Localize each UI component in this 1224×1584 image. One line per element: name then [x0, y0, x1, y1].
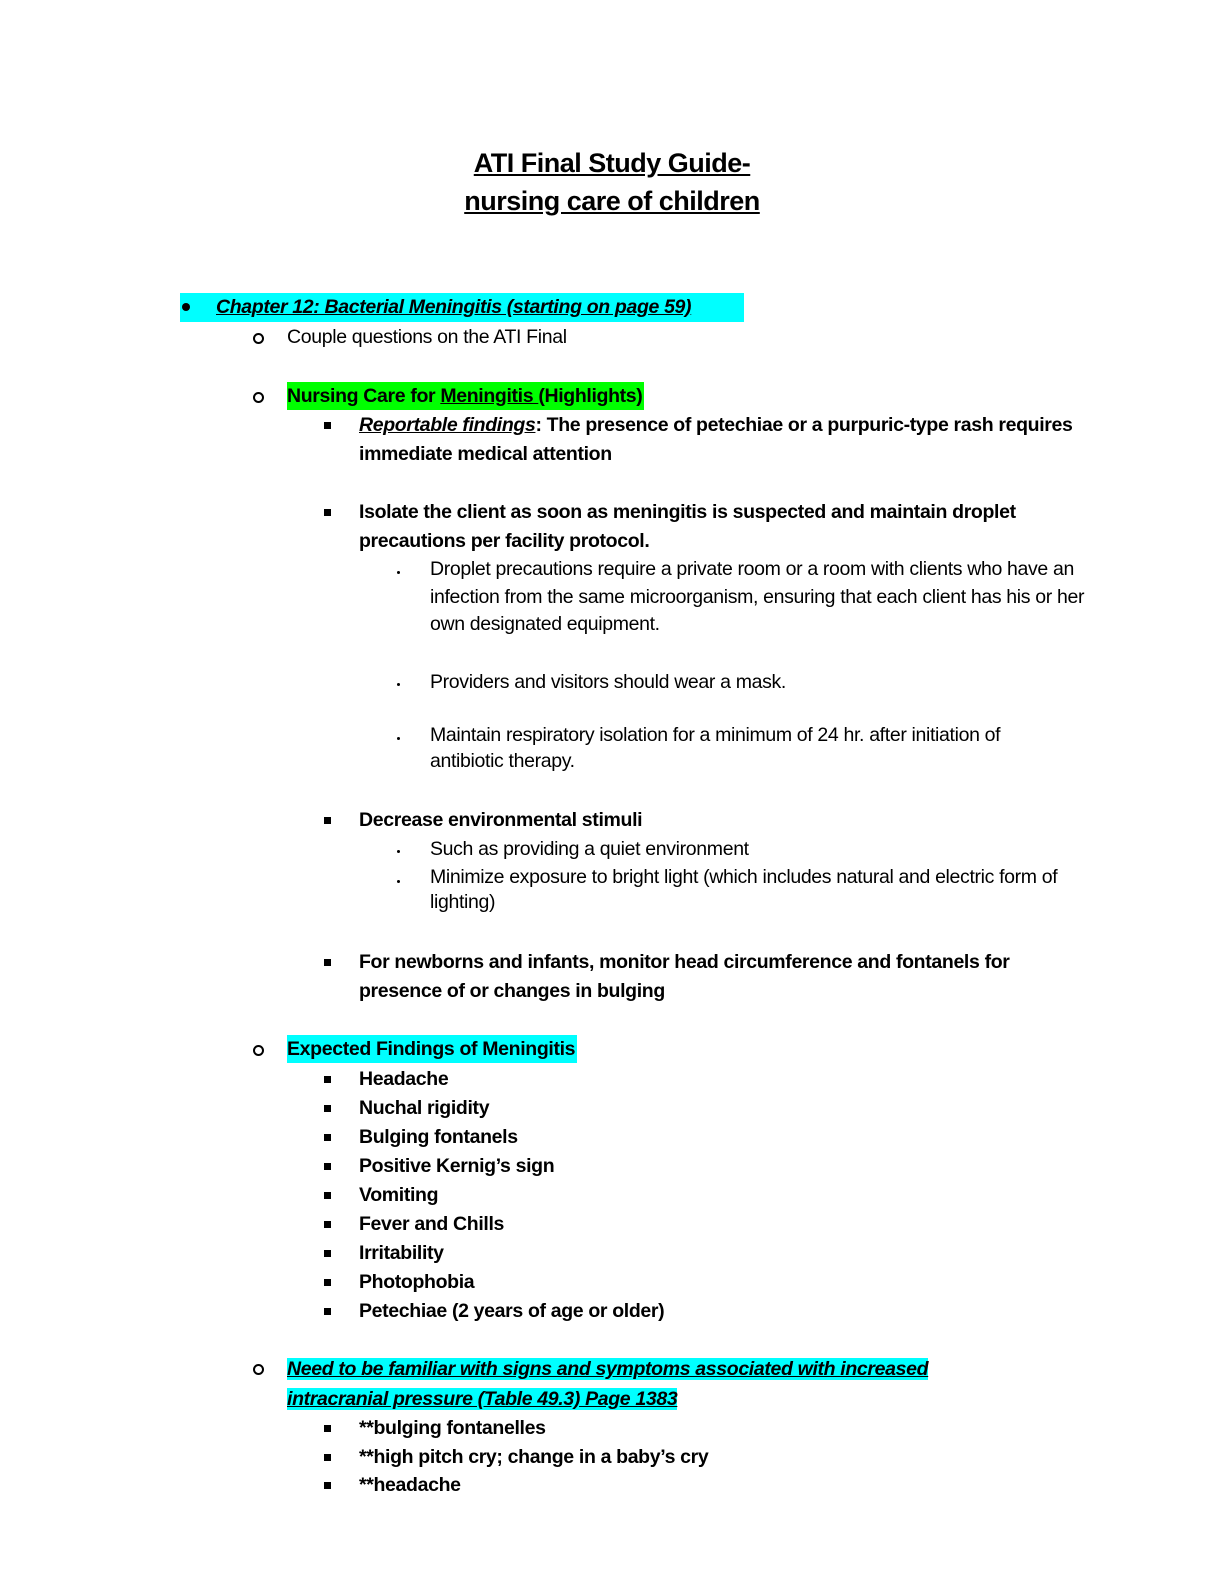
newborns-text: For newborns and infants, monitor head c…	[359, 951, 1010, 1002]
bullet-dot-icon	[397, 683, 400, 686]
list-item: Nuchal rigidity	[359, 1097, 490, 1119]
list-item: **high pitch cry; change in a baby’s cry	[359, 1445, 709, 1468]
icp-heading: Need to be familiar with signs and sympt…	[287, 1354, 929, 1414]
list-item: Vomiting	[359, 1184, 439, 1206]
list-item: Headache	[359, 1068, 449, 1090]
bullet-square-icon	[324, 1279, 331, 1286]
bullet-square-icon	[324, 1482, 331, 1489]
nursing-mid: Meningitis	[440, 385, 539, 407]
document-title-line-2: nursing care of children	[464, 186, 760, 216]
icp-line-2: intracranial pressure (Table 49.3) Page …	[287, 1388, 678, 1410]
nursing-post: (Highlights)	[538, 385, 643, 407]
list-item: **headache	[359, 1474, 461, 1496]
list-item: **bulging fontanelles	[359, 1417, 546, 1439]
bullet-dot-icon	[397, 880, 400, 883]
bullet-square-icon	[324, 1308, 331, 1315]
droplet-text: Droplet precautions require a private ro…	[430, 558, 1085, 635]
bullet-circle-icon	[253, 392, 264, 403]
reportable-findings: Reportable findings: The presence of pet…	[359, 411, 1079, 469]
list-item: Petechiae (2 years of age or older)	[359, 1300, 665, 1322]
mask-text: Providers and visitors should wear a mas…	[430, 671, 786, 693]
list-item: Fever and Chills	[359, 1213, 505, 1235]
bullet-square-icon	[324, 1453, 331, 1461]
bullet-circle-icon	[253, 1364, 264, 1375]
bullet-square-icon	[324, 1192, 331, 1199]
bullet-square-icon	[324, 1076, 331, 1083]
reportable-text: : The presence of petechiae or a purpuri…	[359, 414, 1073, 465]
bullet-dot-icon	[397, 737, 400, 740]
bullet-dot-icon	[397, 850, 400, 853]
bullet-circle-icon	[253, 333, 264, 344]
bullet-square-icon	[324, 959, 331, 966]
document-title-line-1: ATI Final Study Guide-	[473, 148, 751, 178]
list-item: Bulging fontanels	[359, 1126, 518, 1148]
isolate-text: Isolate the client as soon as meningitis…	[359, 501, 1016, 552]
expected-findings-heading: Expected Findings of Meningitis	[287, 1035, 578, 1063]
chapter-highlight	[180, 293, 744, 322]
nursing-care-heading: Nursing Care for Meningitis (Highlights)	[287, 382, 645, 410]
bullet-square-icon	[324, 1221, 331, 1228]
quiet-text: Such as providing a quiet environment	[430, 838, 749, 860]
bullet-square-icon	[324, 1134, 331, 1141]
note-text: Couple questions on the ATI Final	[287, 326, 567, 348]
bullet-square-icon	[324, 1163, 331, 1170]
bullet-square-icon	[324, 422, 331, 429]
reportable-label: Reportable findings	[359, 414, 536, 436]
bullet-circle-icon	[253, 1045, 264, 1056]
bullet-square-icon	[324, 817, 331, 824]
bullet-disc-icon	[182, 303, 190, 311]
bullet-dot-icon	[397, 571, 400, 574]
decrease-text: Decrease environmental stimuli	[359, 809, 643, 831]
respiratory-text: Maintain respiratory isolation for a min…	[430, 724, 1001, 772]
list-item: Irritability	[359, 1242, 444, 1264]
bullet-square-icon	[324, 1425, 331, 1432]
chapter-heading: Chapter 12: Bacterial Meningitis (starti…	[216, 296, 692, 318]
nursing-pre: Nursing Care for	[287, 385, 441, 407]
bullet-square-icon	[324, 1105, 331, 1112]
bullet-square-icon	[324, 509, 331, 516]
light-text: Minimize exposure to bright light (which…	[430, 866, 1058, 913]
list-item: Photophobia	[359, 1271, 475, 1293]
icp-line-1: Need to be familiar with signs and sympt…	[287, 1358, 929, 1380]
bullet-square-icon	[324, 1250, 331, 1257]
list-item: Positive Kernig’s sign	[359, 1155, 555, 1177]
